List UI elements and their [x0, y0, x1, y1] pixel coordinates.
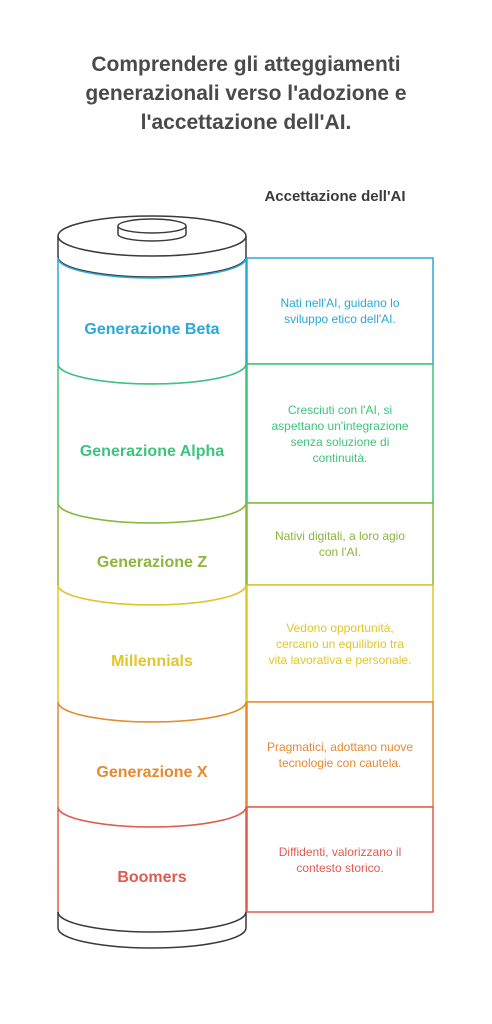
generation-description: Cresciuti con l'AI, si aspettano un'inte…: [271, 402, 409, 465]
generation-description: Nativi digitali, a loro agio con l'AI.: [274, 529, 406, 559]
description-box-4: [246, 701, 434, 808]
battery-base: [57, 911, 247, 949]
description-box-1: [246, 363, 434, 504]
generation-label: Generazione X: [96, 764, 208, 781]
description-box-3: [246, 584, 434, 703]
page-title: Comprendere gli atteggiamenti generazion…: [85, 53, 407, 134]
battery-top-cap: [57, 215, 247, 278]
generation-label: Generazione Z: [96, 553, 208, 571]
generation-description: Nati nell'AI, guidano lo sviluppo etico …: [280, 296, 400, 326]
generation-label: Boomers: [117, 869, 187, 886]
description-box-5: [246, 806, 434, 913]
description-box-0: [246, 257, 434, 365]
generation-description: Diffidenti, valorizzano il contesto stor…: [278, 844, 402, 875]
generation-description: Pragmatici, adottano nuove tecnologie co…: [266, 739, 414, 770]
generation-label: Generazione Beta: [84, 320, 220, 338]
generation-label: Millennials: [111, 653, 193, 670]
generation-description: Vedono opportunità, cercano un equilibri…: [268, 620, 412, 667]
generation-label: Generazione Alpha: [79, 443, 225, 460]
column-header: Accettazione dell'AI: [264, 188, 406, 205]
